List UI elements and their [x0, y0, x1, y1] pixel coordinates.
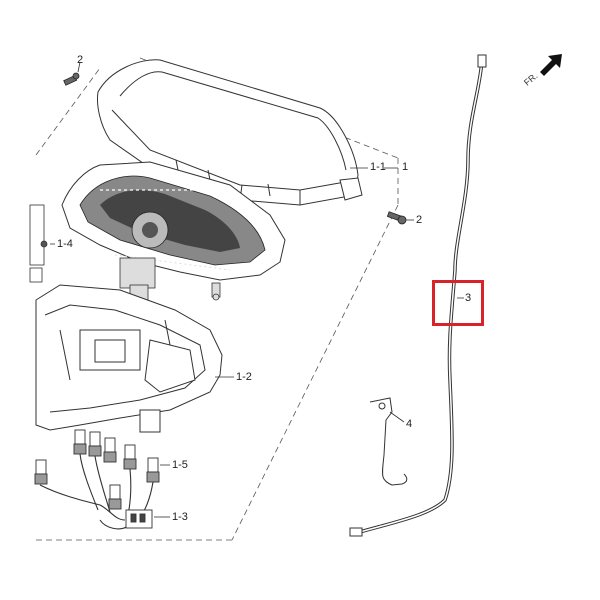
callout-3: 3 — [465, 292, 472, 304]
assembly-frame — [35, 57, 399, 541]
bulb-socket-partial — [29, 204, 48, 283]
callout-1-2: 1-2 — [236, 371, 252, 383]
highlight-box-part-3 — [432, 280, 484, 326]
bulb-sockets — [34, 429, 160, 510]
callout-1: 1 — [402, 161, 409, 173]
screw-right — [386, 211, 407, 225]
front-arrow-icon — [540, 54, 562, 76]
meter-case-lower — [35, 284, 223, 433]
callout-1-5: 1-5 — [172, 459, 188, 471]
callout-2-top: 2 — [77, 54, 84, 66]
callout-4: 4 — [406, 418, 413, 430]
callout-1-3: 1-3 — [172, 511, 188, 523]
callout-2-right: 2 — [416, 214, 423, 226]
cable-clamp — [369, 397, 408, 486]
callout-1-4: 1-4 — [57, 238, 73, 250]
callout-1-1: 1-1 — [370, 161, 386, 173]
connector — [125, 509, 153, 529]
leader-lines — [50, 61, 464, 518]
meter-stem — [119, 257, 221, 309]
meter-face — [61, 161, 286, 281]
screw-top — [63, 72, 80, 86]
